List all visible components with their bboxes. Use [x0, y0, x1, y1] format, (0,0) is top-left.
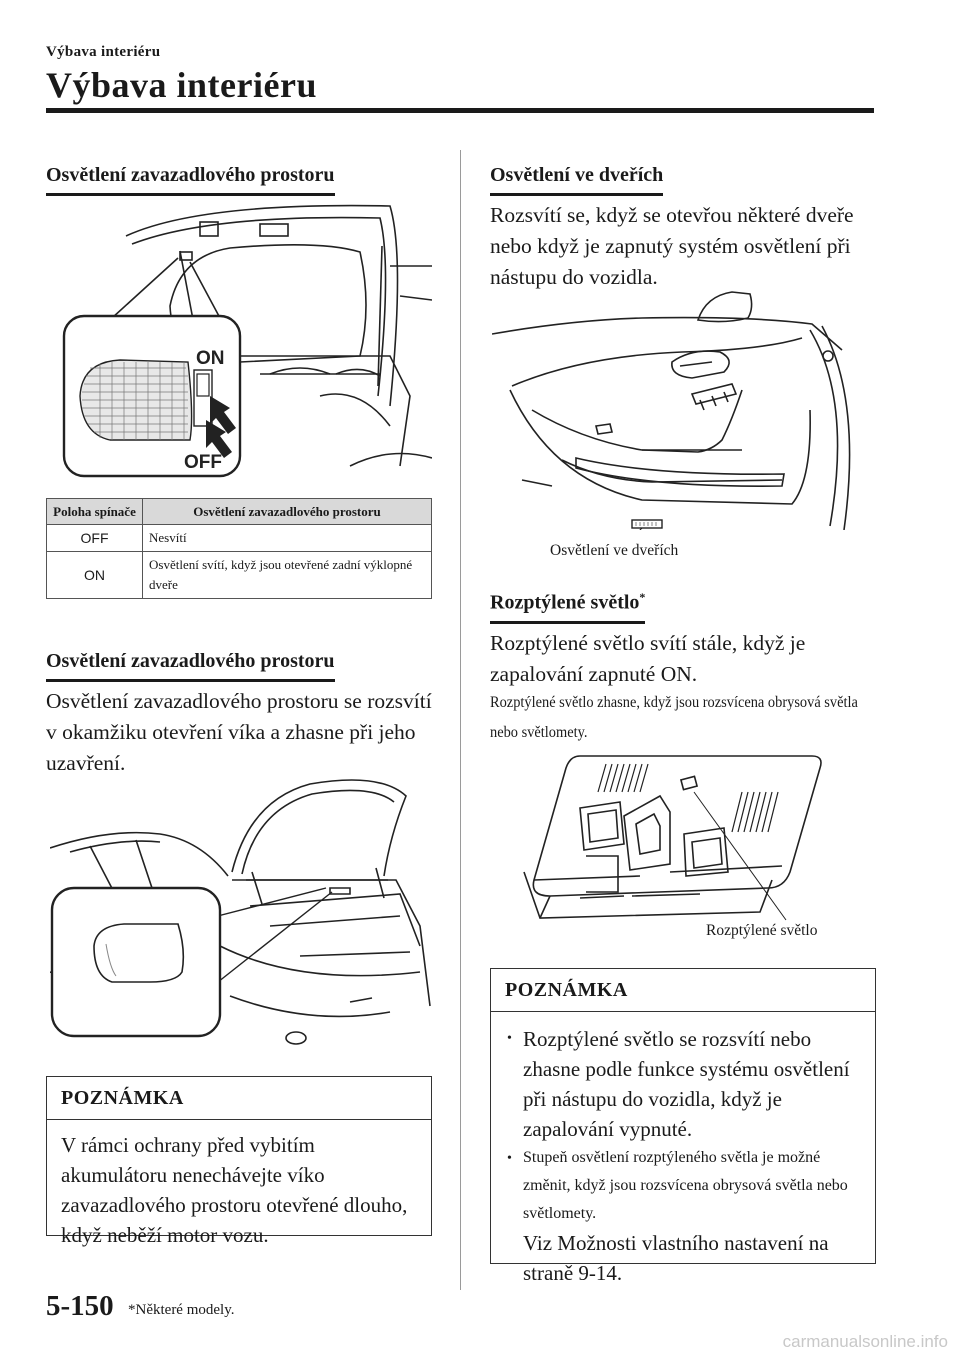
section-heading-door-light: Osvětlení ve dveřích — [490, 164, 664, 196]
note-item-small-text: Stupeň osvětlení rozptýleného světla je … — [523, 1149, 848, 1222]
column-divider — [460, 150, 461, 1290]
door-light-paragraph: Rozsvítí se, když se otevřou některé dve… — [490, 203, 854, 289]
table-cell-position: ON — [46, 551, 143, 599]
section-heading-ambient-light: Rozptýlené světlo* — [490, 590, 646, 624]
overhead-console-figure — [520, 752, 850, 922]
switch-on-label: ON — [196, 348, 225, 369]
table-row: OFF Nesvítí — [46, 524, 432, 552]
door-light-illustration-icon — [492, 291, 851, 530]
ambient-light-caption: Rozptýlené světlo — [706, 922, 818, 939]
trunk-light-paragraph: Osvětlení zavazadlového prostoru se rozs… — [46, 689, 432, 775]
list-item: Rozptýlené světlo se rozsvítí nebo zhasn… — [505, 1024, 861, 1144]
running-header: Výbava interiéru — [46, 44, 161, 60]
trunk-light-switch-figure: ON OFF — [60, 196, 432, 482]
list-item: Stupeň osvětlení rozptýleného světla je … — [505, 1144, 861, 1288]
table-cell-description: Osvětlení svítí, když jsou otevřené zadn… — [142, 551, 432, 599]
switch-off-label: OFF — [184, 452, 222, 473]
ambient-heading-text: Rozptýlené světlo — [490, 591, 640, 614]
ambient-light-note-small: Rozptýlené světlo zhasne, když jsou rozs… — [490, 694, 858, 741]
footnote: *Některé modely. — [128, 1302, 235, 1318]
note-box-battery: POZNÁMKA V rámci ochrany před vybitím ak… — [46, 1076, 432, 1247]
note-text: V rámci ochrany před vybitím akumulátoru… — [61, 1133, 408, 1247]
note-item-reference-text: Viz Možnosti vlastního nastavení na stra… — [523, 1231, 829, 1285]
section-heading-trunk-light: Osvětlení zavazadlového prostoru — [46, 164, 335, 196]
optional-feature-mark: * — [639, 590, 646, 604]
overhead-console-illustration-icon — [523, 755, 822, 921]
header-rule — [46, 108, 874, 113]
open-trunk-car-illustration-icon — [50, 779, 431, 1045]
page-number: 5-150 — [46, 1290, 114, 1322]
ambient-light-paragraph: Rozptýlené světlo svítí stále, když je z… — [490, 631, 806, 686]
trunk-light-switch-illustration-icon: ON OFF — [62, 204, 432, 478]
door-light-caption: Osvětlení ve dveřích — [550, 542, 679, 559]
section-heading-trunk-light-2: Osvětlení zavazadlového prostoru — [46, 650, 335, 682]
note-box-ambient-light: POZNÁMKA Rozptýlené světlo se rozsvítí n… — [490, 968, 876, 1285]
table-header-row: Poloha spínače Osvětlení zavazadlového p… — [46, 498, 432, 525]
note-title: POZNÁMKA — [491, 969, 875, 1012]
note-title: POZNÁMKA — [47, 1077, 431, 1120]
door-light-figure — [492, 290, 864, 530]
table-cell-position: OFF — [46, 524, 143, 552]
page-title: Výbava interiéru — [46, 65, 317, 105]
open-trunk-figure — [50, 776, 432, 1046]
note-list: Rozptýlené světlo se rozsvítí nebo zhasn… — [505, 1024, 861, 1288]
watermark-text: carmanualsonline.info — [782, 1332, 948, 1351]
switch-position-table: Poloha spínače Osvětlení zavazadlového p… — [46, 498, 432, 599]
table-row: ON Osvětlení svítí, když jsou otevřené z… — [46, 551, 432, 599]
table-cell-description: Nesvítí — [142, 524, 432, 552]
table-header-position: Poloha spínače — [46, 498, 143, 525]
table-header-light: Osvětlení zavazadlového prostoru — [142, 498, 432, 525]
